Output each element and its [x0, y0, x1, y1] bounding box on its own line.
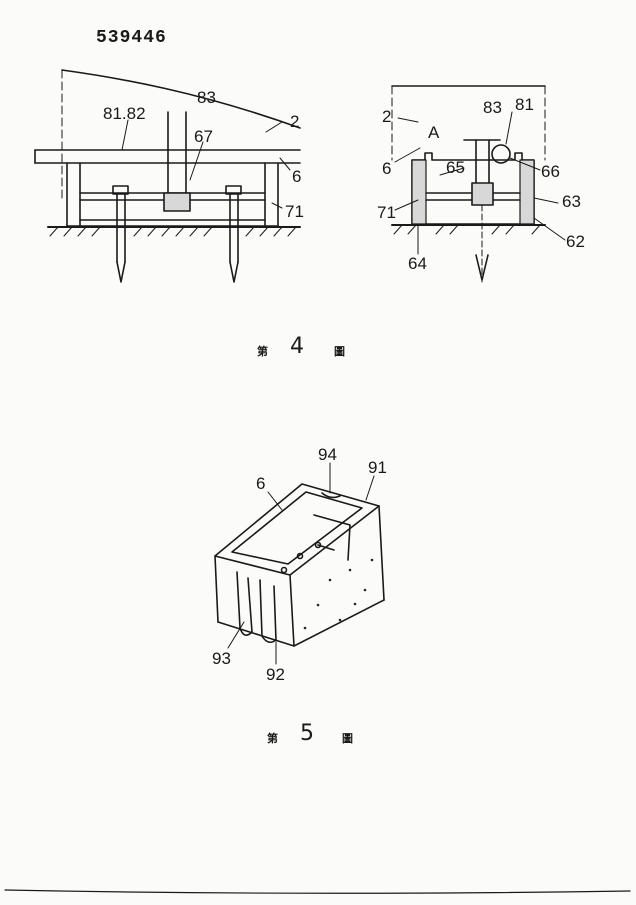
- label-94: 94: [318, 445, 337, 464]
- label-63: 63: [562, 192, 581, 211]
- label-65: 65: [446, 158, 465, 177]
- label-81-82: 81.82: [103, 104, 146, 123]
- label-66: 66: [541, 162, 560, 181]
- label-6: 6: [382, 159, 392, 178]
- fig4-caption-prefix: 第: [257, 345, 268, 358]
- label-62: 62: [566, 232, 585, 251]
- label-71: 71: [377, 203, 396, 222]
- label-93: 93: [212, 649, 231, 668]
- label-6: 6: [256, 474, 266, 493]
- fig5-caption-number: 5: [300, 721, 314, 746]
- label-A: A: [428, 123, 440, 142]
- label-83: 83: [483, 98, 502, 117]
- label-83: 83: [197, 88, 216, 107]
- label-71: 71: [285, 202, 304, 221]
- page-bottom-edge: [4, 889, 631, 894]
- label-81: 81: [515, 95, 534, 114]
- label-6: 6: [292, 167, 302, 186]
- label-2: 2: [382, 107, 392, 126]
- label-2: 2: [290, 112, 300, 131]
- label-91: 91: [368, 458, 387, 477]
- fig4-caption-number: 4: [290, 334, 304, 359]
- fig4-right-view: [391, 85, 566, 283]
- label-92: 92: [266, 665, 285, 684]
- patent-number: 539446: [96, 28, 167, 48]
- label-67: 67: [194, 127, 213, 146]
- label-64: 64: [408, 254, 427, 273]
- fig5-block-view: [214, 462, 385, 665]
- fig4-caption-suffix: 圖: [334, 345, 345, 358]
- fig5-caption-prefix: 第: [267, 732, 278, 745]
- fig4-left-view: [34, 69, 301, 283]
- fig5-caption-suffix: 圖: [342, 732, 353, 745]
